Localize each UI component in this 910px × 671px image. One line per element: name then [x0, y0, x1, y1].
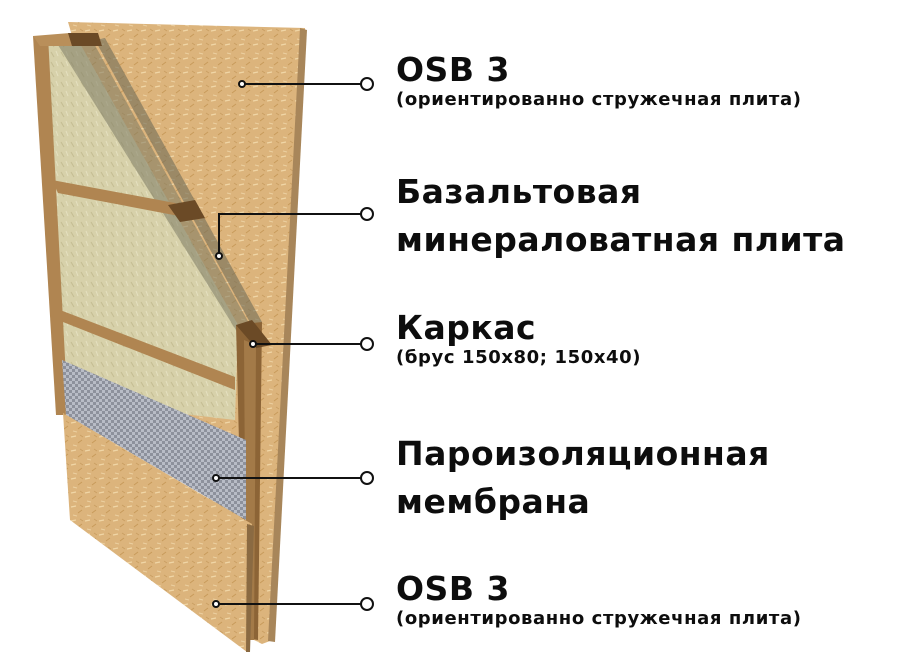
label-frame: Каркас (брус 150х80; 150х40)	[396, 309, 641, 369]
mineral-wool-title-line1: Базальтовая	[396, 172, 642, 211]
label-osb-outer: OSB 3 (ориентированно стружечная плита)	[396, 51, 802, 111]
frame-title: Каркас	[396, 308, 537, 347]
osb-inner-title: OSB 3	[396, 569, 510, 608]
leader-mineral-wool	[215, 207, 374, 260]
leader-osb-outer	[238, 77, 374, 91]
label-mineral-wool: Базальтовая минераловатная плита	[396, 168, 846, 264]
leader-membrane	[212, 471, 374, 485]
osb-outer-subtitle: (ориентированно стружечная плита)	[396, 89, 802, 110]
leader-frame	[249, 337, 374, 351]
osb-inner-sheet	[63, 413, 254, 652]
frame-subtitle: (брус 150х80; 150х40)	[396, 347, 642, 368]
osb-outer-title: OSB 3	[396, 50, 510, 89]
leader-osb-inner	[212, 597, 374, 611]
label-vapor-membrane: Пароизоляционная мембрана	[396, 430, 770, 526]
membrane-title-line2: мембрана	[396, 482, 591, 521]
mineral-wool-title-line2: минераловатная плита	[396, 220, 846, 259]
leader-lines	[212, 77, 374, 611]
label-osb-inner: OSB 3 (ориентированно стружечная плита)	[396, 570, 802, 630]
osb-inner-subtitle: (ориентированно стружечная плита)	[396, 608, 802, 629]
membrane-title-line1: Пароизоляционная	[396, 434, 770, 473]
vapor-membrane-layer	[62, 360, 246, 520]
